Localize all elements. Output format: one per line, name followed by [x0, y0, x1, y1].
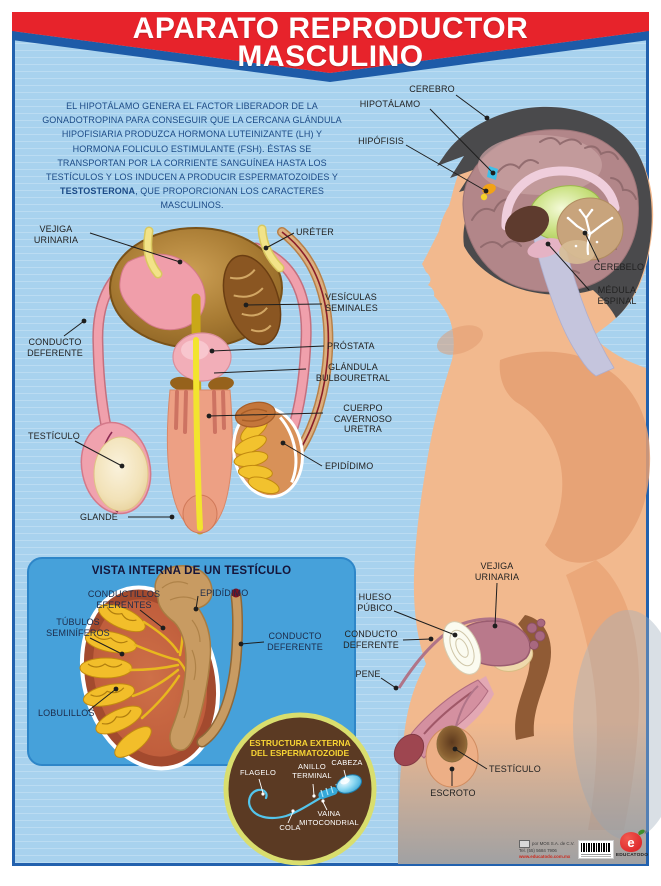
label-glandula-bulbouretral: GLÁNDULA BULBOURETRAL	[315, 362, 391, 383]
label-hipofisis: HIPÓFISIS	[358, 136, 404, 146]
label-testiculo-frontal: TESTÍCULO	[28, 431, 80, 441]
label-vejiga-urinaria-frontal: VEJIGA URINARIA	[33, 224, 79, 245]
label-glande: GLANDE	[80, 512, 118, 522]
intro-bold-word: TESTOSTERONA	[60, 186, 136, 197]
label-lobulillos: LOBULILLOS	[38, 708, 95, 718]
registered-mark: ®	[644, 830, 648, 835]
barcode-bars	[581, 843, 611, 852]
intro-text: EL HIPOTÁLAMO GENERA EL FACTOR LIBERADOR…	[42, 101, 342, 183]
publisher-name: por MOS S.A. de C.V.	[532, 840, 575, 846]
label-vaina-mitocondrial: VAINA MITOCONDRIAL	[299, 809, 359, 827]
label-hueso-pubico: HUESO PÚBICO	[357, 592, 393, 613]
poster-title-line2: MASCULINO	[237, 40, 424, 73]
intro-paragraph: EL HIPOTÁLAMO GENERA EL FACTOR LIBERADOR…	[38, 99, 346, 213]
poster-title-line1: APARATO REPRODUCTOR	[132, 12, 529, 45]
label-conducto-deferente-interno: CONDUCTO DEFERENTE	[267, 631, 323, 652]
label-flagelo: FLAGELO	[240, 768, 276, 777]
label-epididimo-frontal: EPIDÍDIMO	[325, 461, 374, 471]
label-conductillos-eferentes: CONDUCTILLOS EFERENTES	[87, 589, 161, 610]
intro-text-end: , QUE PROPORCIONAN LOS CARACTERES MASCUL…	[135, 186, 324, 211]
publisher-phone: Tel. (55) 5684 7906	[519, 848, 557, 853]
label-epididimo-interno: EPIDÍDIMO	[200, 588, 249, 598]
label-ureter: URÉTER	[296, 227, 334, 237]
label-cuerpo-cavernoso-uretra: CUERPO CAVERNOSO URETRA	[333, 403, 393, 434]
label-conducto-deferente-frontal: CONDUCTO DEFERENTE	[27, 337, 83, 358]
label-conducto-deferente-lateral: CONDUCTO DEFERENTE	[343, 629, 399, 650]
barcode-microtext-line1	[581, 853, 611, 855]
brand-name: EDUCATODO	[615, 853, 649, 858]
apple-logo-icon: e	[620, 828, 646, 852]
apple-logo-letter: e	[627, 834, 635, 850]
poster-title: APARATO REPRODUCTOR MASCULINO	[0, 12, 661, 73]
sperm-box-title: ESTRUCTURA EXTERNA DEL ESPERMATOZOIDE	[243, 738, 357, 758]
label-cola: COLA	[279, 823, 301, 832]
label-vesiculas-seminales: VESÍCULAS SEMINALES	[325, 292, 378, 313]
label-cerebro: CEREBRO	[409, 84, 455, 94]
label-medula-espinal: MÉDULA ESPINAL	[597, 285, 637, 306]
label-pene: PENE	[355, 669, 381, 679]
label-cerebelo: CEREBELO	[593, 262, 645, 272]
label-anillo-terminal: ANILLO TERMINAL	[292, 762, 332, 780]
publisher-stamp-icon	[519, 840, 530, 848]
sperm-box-title-line2: DEL ESPERMATOZOIDE	[250, 748, 350, 758]
barcode	[578, 840, 614, 859]
educatodo-logo: e ® EDUCATODO	[613, 828, 651, 864]
barcode-microtext-line2	[581, 855, 611, 857]
testis-box-title: VISTA INTERNA DE UN TESTÍCULO	[91, 565, 292, 577]
label-tubulos-seminiferos: TÚBULOS SEMINÍFEROS	[46, 617, 110, 638]
publisher-website: www.educatodo.com.mx	[519, 854, 571, 860]
label-escroto: ESCROTO	[430, 788, 476, 798]
publisher-info: por MOS S.A. de C.V. Tel. (55) 5684 7906…	[519, 840, 577, 861]
label-vejiga-urinaria-lateral: VEJIGA URINARIA	[474, 561, 520, 582]
label-hipotalamo: HIPOTÁLAMO	[359, 99, 421, 109]
label-cabeza: CABEZA	[331, 758, 363, 767]
sperm-box-title-line1: ESTRUCTURA EXTERNA	[249, 738, 351, 748]
label-prostata: PRÓSTATA	[327, 341, 375, 351]
label-testiculo-lateral: TESTÍCULO	[489, 764, 541, 774]
